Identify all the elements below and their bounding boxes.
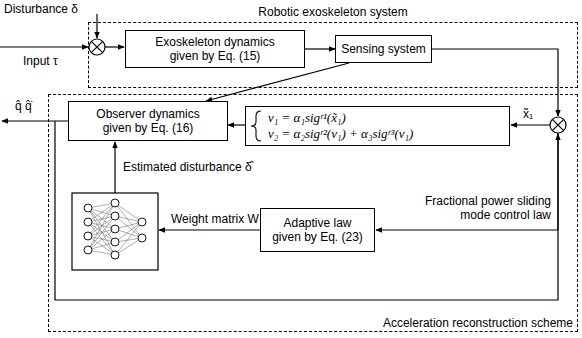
process-box: Observer dynamics given by Eq. (16): [68, 101, 228, 141]
network-neuron: [138, 218, 146, 226]
signal-name: Disturbance δ: [3, 2, 79, 16]
network-frame: [72, 193, 158, 270]
process-box: Sensing system: [335, 35, 432, 63]
signal-name: x̃₁: [522, 107, 534, 121]
process-box: Exoskeleton dynamics given by Eq. (15): [125, 30, 305, 68]
signal-arrow: [206, 63, 349, 101]
weight-wire: [159, 229, 260, 230]
signal-name: Input τ: [22, 54, 59, 68]
equation-text: v₁ = α₁sigʳ¹(x̃₁): [268, 110, 346, 126]
network-neuron: [111, 225, 119, 233]
signal-arrow: [305, 48, 335, 49]
network-neuron: [111, 199, 119, 207]
network-neuron: [138, 234, 146, 242]
sum-output-wire: [105, 46, 124, 47]
network-neuron: [84, 204, 92, 212]
feedback-wire: [55, 121, 558, 300]
system-boundary: Robotic exoskeleton systemExoskeleton dy…: [88, 22, 578, 88]
process-box: Adaptive law given by Eq. (23): [260, 208, 375, 252]
equation-text: v₂ = α₂sigʳ²(v₁) + α₃sigʳ³(v₁): [268, 126, 413, 142]
summing-junction: [89, 39, 105, 55]
box-text: Observer dynamics given by Eq. (16): [88, 107, 208, 135]
summing-cross: [91, 41, 102, 52]
error-to-adaptive-wire: [376, 133, 558, 230]
output-wire: [2, 120, 68, 121]
neural-network-figure: [72, 193, 158, 270]
signal-arrow: [228, 124, 245, 125]
signal-name: q̂ q̂̇: [14, 99, 33, 113]
network-neuron: [111, 238, 119, 246]
summing-junction: [550, 117, 566, 133]
summing-cross: [552, 119, 563, 130]
signal-name: Estimated disturbance δ̂: [122, 160, 253, 174]
equation-box: v₁ = α₁sigʳ¹(x̃₁)v₂ = α₂sigʳ²(v₁) + α₃si…: [245, 106, 510, 146]
signal-name: Weight matrix W: [170, 212, 260, 226]
region-title: Robotic exoskeleton system: [89, 5, 577, 19]
network-neuron: [84, 218, 92, 226]
brace: [246, 107, 266, 147]
box-text: Sensing system: [341, 42, 426, 56]
disturbance-wire: [96, 14, 97, 38]
network-neuron: [84, 246, 92, 254]
box-text: Adaptive law given by Eq. (23): [268, 216, 368, 244]
network-neuron: [84, 232, 92, 240]
network-neuron: [111, 212, 119, 220]
network-link: [88, 229, 115, 250]
box-text: Exoskeleton dynamics given by Eq. (15): [148, 35, 283, 63]
input-wire: [0, 46, 88, 47]
network-link: [88, 236, 115, 255]
region-title: Acceleration reconstruction scheme: [383, 316, 573, 330]
disturbance-estimate-wire: [114, 142, 115, 193]
annotation: Fractional power sliding mode control la…: [412, 194, 552, 222]
brace-path: [251, 111, 261, 141]
error-wire: [511, 124, 550, 125]
network-neuron: [111, 251, 119, 259]
